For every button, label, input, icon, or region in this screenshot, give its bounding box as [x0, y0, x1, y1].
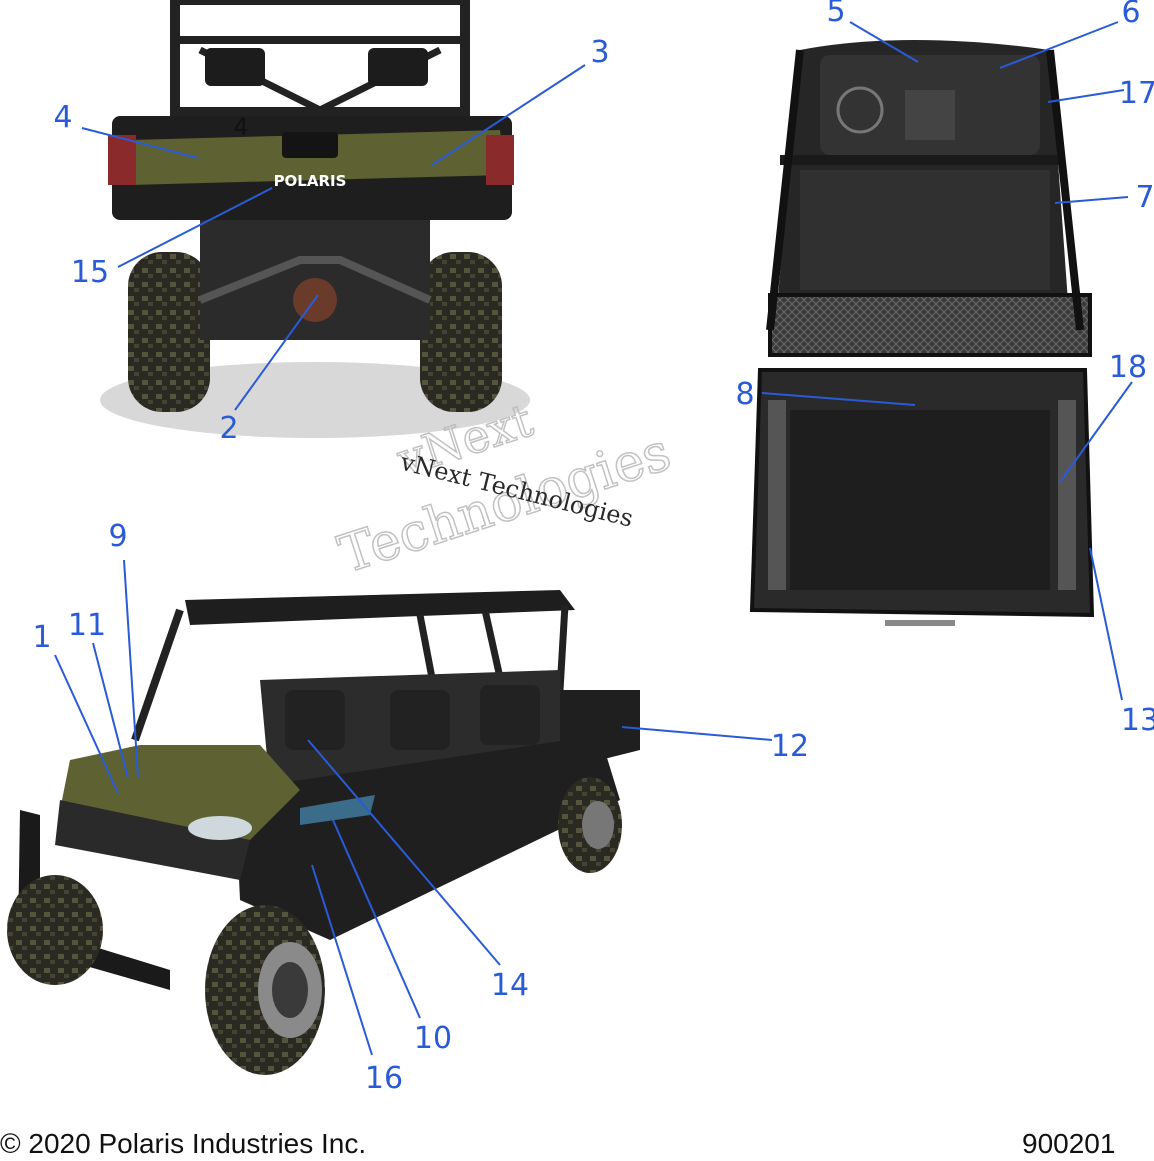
callout-17: 17 — [1119, 76, 1154, 111]
rear-brand-text: POLARIS — [274, 172, 347, 190]
callout-7: 7 — [1135, 180, 1154, 215]
callout-10: 10 — [414, 1021, 452, 1056]
callout-6: 6 — [1121, 0, 1140, 30]
copyright-text: © 2020 Polaris Industries Inc. — [0, 1128, 367, 1159]
callout-3: 3 — [590, 35, 609, 70]
callout-11: 11 — [68, 608, 106, 643]
callout-numbers: 1 2 3 4 5 6 7 8 9 10 11 12 13 14 15 16 1… — [32, 0, 1154, 1096]
front-three-quarter-vehicle — [7, 590, 640, 1075]
callout-12: 12 — [771, 729, 809, 764]
parts-diagram: POLARIS 4 — [7, 0, 1154, 1096]
callout-8: 8 — [735, 377, 754, 412]
rear-view-vehicle: POLARIS 4 — [100, 0, 530, 438]
leader-lines — [54, 21, 1133, 1056]
callout-13: 13 — [1121, 703, 1154, 738]
callout-16: 16 — [365, 1061, 403, 1096]
diagram-id: 900201 — [1022, 1128, 1116, 1159]
callout-15: 15 — [71, 255, 109, 290]
top-view-vehicle — [749, 40, 1095, 626]
rear-small-label: 4 — [233, 113, 248, 141]
callout-18: 18 — [1109, 350, 1147, 385]
callout-2: 2 — [219, 411, 238, 446]
callout-4: 4 — [53, 100, 72, 135]
callout-14: 14 — [491, 968, 529, 1003]
callout-1: 1 — [32, 620, 51, 655]
callout-5: 5 — [826, 0, 845, 29]
callout-9: 9 — [108, 519, 127, 554]
